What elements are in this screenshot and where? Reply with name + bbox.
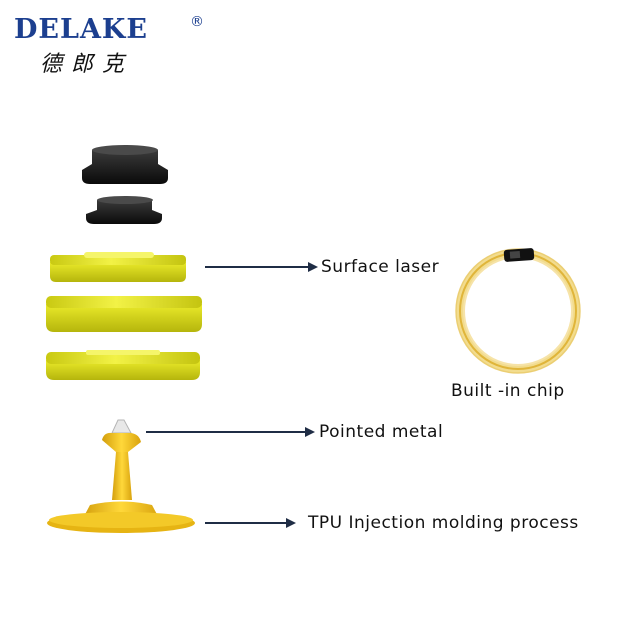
black-cap-small [86, 196, 162, 224]
yellow-disc-middle [46, 296, 202, 332]
label-pointed-metal: Pointed metal [319, 422, 444, 442]
registered-mark: ® [190, 14, 204, 30]
arrow-surface-laser [205, 262, 318, 272]
black-cap-large [82, 145, 168, 184]
yellow-disc-bottom [46, 350, 200, 380]
arrow-tpu-process [205, 518, 296, 528]
built-in-chip-coil [455, 248, 581, 374]
label-tpu-process: TPU Injection molding process [308, 513, 579, 533]
arrow-pointed-metal [146, 427, 315, 437]
brand-name: DELAKE [14, 14, 148, 45]
brand-chinese-name: 德郎克 [40, 52, 134, 77]
pointed-metal-pin [47, 419, 195, 533]
label-surface-laser: Surface laser [321, 257, 440, 277]
label-built-in-chip: Built -in chip [451, 381, 565, 401]
yellow-disc-top [50, 252, 186, 282]
brand-logo: DELAKE ® 德郎克 [14, 14, 204, 77]
